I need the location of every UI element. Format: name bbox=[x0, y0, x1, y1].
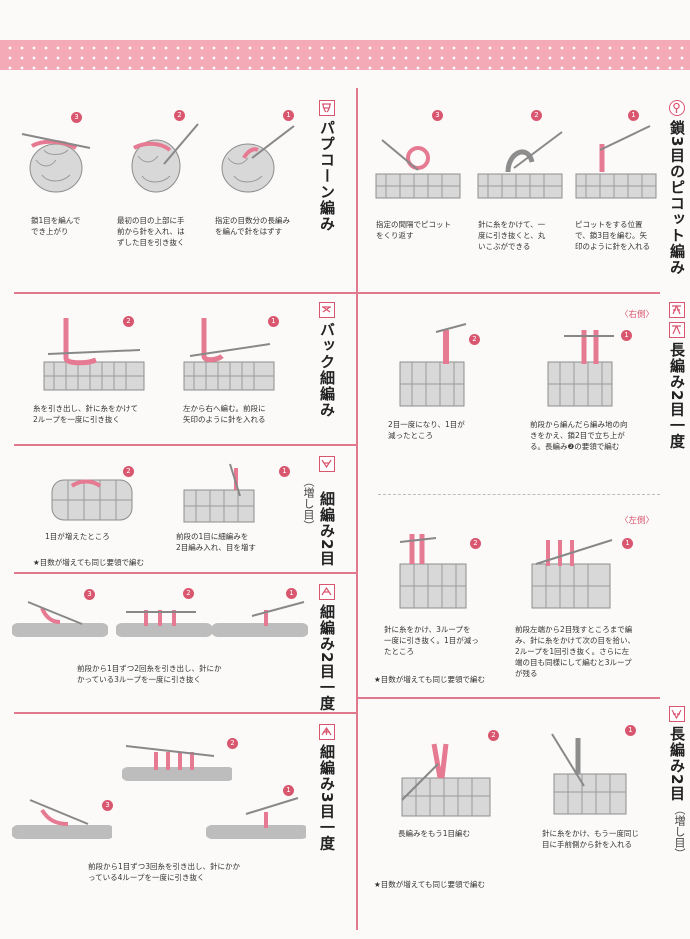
sc3tog-symbol-icon bbox=[319, 724, 335, 740]
sc2tog-illustration-2 bbox=[116, 610, 212, 637]
step-number: 2 bbox=[123, 316, 134, 327]
section-title-sc2tog: 細編み2目一度 bbox=[318, 604, 336, 712]
sc2inc-symbol-icon bbox=[319, 456, 335, 472]
dc2tog-symbol-icon bbox=[669, 302, 685, 318]
step-number: 2 bbox=[227, 738, 238, 749]
divider-dc2tog bbox=[358, 697, 660, 699]
section-title-dc2inc: 長編み2目 bbox=[668, 726, 686, 802]
caption-popcorn-2: 最初の目の上部に手 前から針を入れ、は ずした目を引き抜く bbox=[117, 216, 185, 247]
picot-illustration-1 bbox=[575, 125, 657, 199]
step-number: 2 bbox=[531, 110, 542, 121]
popcorn-illustration-1 bbox=[221, 125, 295, 193]
step-number: 3 bbox=[84, 589, 95, 600]
step-number: 1 bbox=[283, 110, 294, 121]
step-number: 1 bbox=[622, 538, 633, 549]
divider-sc2inc bbox=[14, 572, 356, 574]
caption-picot-3: 指定の間隔でピコット をくり返す bbox=[376, 220, 451, 240]
sc2inc-illustration-1 bbox=[183, 463, 255, 523]
dc2inc-symbol-icon bbox=[669, 706, 685, 722]
caption-sc2tog: 前段から1目ずつ2回糸を引き出し、針にか かっている3ループを一度に引き抜く bbox=[77, 664, 222, 684]
step-number: 2 bbox=[183, 588, 194, 599]
caption-sc2inc-1: 前段の1目に細編みを 2目編み入れ、目を増す bbox=[176, 532, 256, 552]
dc2inc-illustration-1 bbox=[551, 733, 627, 815]
dashed-divider bbox=[378, 494, 660, 495]
caption-picot-1: ピコットをする位置 で、鎖3目を編む。矢 印のように針を入れる bbox=[575, 220, 650, 251]
sc3tog-illustration-3 bbox=[12, 799, 112, 839]
popcorn-illustration-2 bbox=[131, 123, 199, 193]
step-number: 3 bbox=[71, 112, 82, 123]
divider-picot bbox=[358, 292, 660, 294]
section-title-picot: 鎖3目のピコット編み bbox=[668, 120, 686, 276]
label-left-side: 〈左側〉 bbox=[620, 516, 655, 526]
back-sc-illustration-2 bbox=[43, 318, 145, 391]
caption-back-2: 糸を引き出し、針に糸をかけて 2ループを一度に引き抜く bbox=[33, 404, 138, 424]
note-sc2inc: ★目数が増えても同じ要領で編む bbox=[33, 558, 144, 567]
divider-sc2tog bbox=[14, 712, 356, 714]
caption-dc2tog-left-1: 前段左端から2目残すところまで編 み、針に糸をかけて次の目を拾い、 2ループを1… bbox=[515, 625, 635, 678]
dc2tog-left-illustration-2 bbox=[399, 534, 467, 609]
step-number: 2 bbox=[174, 110, 185, 121]
sc2tog-illustration-3 bbox=[12, 601, 108, 637]
section-title-sc2inc: 細編み2目 bbox=[318, 491, 336, 567]
step-number: 1 bbox=[283, 785, 294, 796]
divider-back bbox=[14, 444, 356, 446]
popcorn-symbol-icon bbox=[319, 100, 335, 116]
sc3tog-illustration-1 bbox=[206, 797, 306, 839]
step-number: 2 bbox=[470, 538, 481, 549]
caption-popcorn-1: 指定の目数分の長編み を編んで針をはずす bbox=[215, 216, 290, 236]
section-title-back: バック細編み bbox=[318, 322, 336, 418]
caption-dc2tog-right-2: 2目一度になり、1目が 減ったところ bbox=[388, 420, 465, 440]
step-number: 1 bbox=[628, 110, 639, 121]
header-band bbox=[0, 40, 690, 70]
step-number: 1 bbox=[621, 330, 632, 341]
step-number: 2 bbox=[123, 466, 134, 477]
section-title-sc3tog: 細編み3目一度 bbox=[318, 744, 336, 852]
sc2tog-symbol-icon bbox=[319, 584, 335, 600]
picot-illustration-3 bbox=[375, 139, 461, 199]
step-number: 1 bbox=[286, 588, 297, 599]
caption-picot-2: 針に糸をかけて、一 度に引き抜くと、丸 いこぶができる bbox=[478, 220, 546, 251]
note-dc2tog: ★目数が増えても同じ要領で編む bbox=[374, 675, 485, 684]
sc2inc-illustration-2 bbox=[51, 479, 133, 521]
sc3tog-illustration-2 bbox=[122, 745, 232, 781]
label-right-side: 〈右側〉 bbox=[620, 310, 655, 320]
caption-sc3tog: 前段から1目ずつ3回糸を引き出し、針にかか っている4ループを一度に引き抜く bbox=[88, 862, 241, 882]
section-subtitle-dc2inc: （増し目） bbox=[673, 804, 686, 859]
center-divider bbox=[356, 88, 358, 930]
caption-back-1: 左から右へ編む。前段に 矢印のように針を入れる bbox=[183, 404, 266, 424]
dc2tog-right-illustration-1 bbox=[547, 330, 614, 407]
step-number: 2 bbox=[469, 334, 480, 345]
step-number: 1 bbox=[268, 316, 279, 327]
back-sc-symbol-icon bbox=[319, 302, 335, 318]
dc2tog-right-illustration-2 bbox=[399, 323, 467, 407]
picot-illustration-2 bbox=[477, 131, 563, 199]
dc2tog-left-illustration-1 bbox=[531, 539, 613, 609]
section-title-dc2tog: 長編み2目一度 bbox=[668, 342, 686, 450]
caption-dc2inc-2: 長編みをもう1目編む bbox=[398, 829, 471, 838]
back-sc-illustration-1 bbox=[183, 318, 275, 391]
caption-dc2tog-right-1: 前段から編んだら編み地の向 きをかえ、鎖2目で立ち上が る。長編み❷の要領で編む bbox=[530, 420, 628, 451]
section-subtitle-sc2inc: （増し目） bbox=[302, 476, 315, 531]
step-number: 1 bbox=[279, 466, 290, 477]
sc2tog-illustration-1 bbox=[212, 601, 308, 637]
caption-dc2inc-1: 針に糸をかけ、もう一度同じ 目に手前側から針を入れる bbox=[542, 829, 639, 849]
note-dc2inc: ★目数が増えても同じ要領で編む bbox=[374, 880, 485, 889]
picot-symbol-icon bbox=[669, 100, 685, 116]
step-number: 1 bbox=[625, 725, 636, 736]
caption-popcorn-3: 鎖1目を編んで でき上がり bbox=[31, 216, 81, 236]
section-title-popcorn: パプコーン編み bbox=[318, 120, 336, 232]
divider-popcorn bbox=[14, 292, 356, 294]
caption-sc2inc-2: 1目が増えたところ bbox=[45, 532, 110, 541]
caption-dc2tog-left-2: 針に糸をかけ、3ループを 一度に引き抜く。1目が減っ たところ bbox=[384, 625, 479, 656]
step-number: 2 bbox=[488, 730, 499, 741]
dc2inc-illustration-2 bbox=[401, 743, 491, 817]
dc2tog-symbol-icon bbox=[669, 322, 685, 338]
popcorn-illustration-3 bbox=[21, 133, 91, 193]
step-number: 3 bbox=[102, 800, 113, 811]
step-number: 3 bbox=[432, 110, 443, 121]
